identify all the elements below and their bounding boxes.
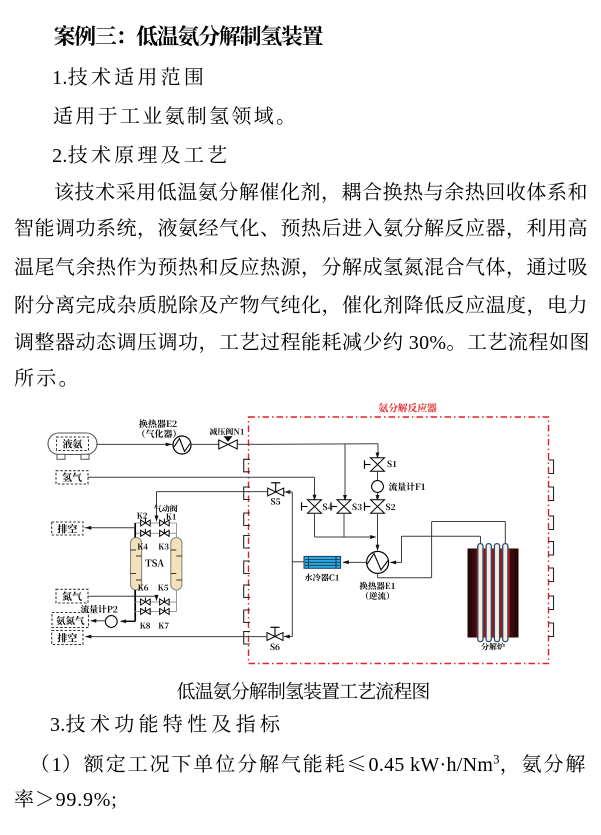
svg-text:K3: K3 (158, 542, 169, 553)
svg-text:S1: S1 (387, 458, 397, 470)
svg-text:减压阀N1: 减压阀N1 (209, 427, 245, 438)
svg-text:氢气: 氢气 (62, 469, 82, 484)
svg-text:S5: S5 (270, 496, 280, 508)
svg-text:K5: K5 (158, 583, 169, 594)
svg-text:换热器E2: 换热器E2 (139, 417, 177, 430)
svg-text:TSA: TSA (145, 556, 164, 570)
svg-text:（逆流）: （逆流） (360, 590, 394, 602)
svg-text:S2: S2 (386, 501, 396, 513)
svg-text:氮气: 氮气 (62, 588, 82, 603)
svg-text:S3: S3 (352, 501, 362, 513)
svg-text:流量计F1: 流量计F1 (389, 480, 426, 493)
svg-text:S4: S4 (323, 501, 333, 513)
svg-text:K6: K6 (138, 583, 149, 594)
svg-text:排空: 排空 (57, 629, 77, 644)
svg-text:流量计P2: 流量计P2 (80, 603, 117, 616)
svg-text:K2: K2 (137, 510, 148, 521)
svg-text:气动阀: 气动阀 (154, 504, 178, 515)
svg-text:液氨: 液氨 (63, 436, 83, 451)
svg-text:K8: K8 (140, 621, 151, 632)
svg-text:（气化器）: （气化器） (136, 427, 181, 440)
svg-text:K1: K1 (166, 512, 177, 523)
svg-text:S6: S6 (270, 641, 280, 653)
svg-text:K4: K4 (137, 542, 148, 553)
svg-text:氨氮气: 氨氮气 (56, 613, 85, 627)
svg-text:氨分解反应器: 氨分解反应器 (378, 400, 437, 415)
svg-text:换热器E1: 换热器E1 (359, 580, 395, 592)
svg-text:分解炉: 分解炉 (481, 642, 505, 653)
svg-text:水冷器C1: 水冷器C1 (304, 573, 339, 584)
svg-text:排空: 排空 (57, 520, 77, 535)
svg-text:K7: K7 (158, 621, 169, 632)
